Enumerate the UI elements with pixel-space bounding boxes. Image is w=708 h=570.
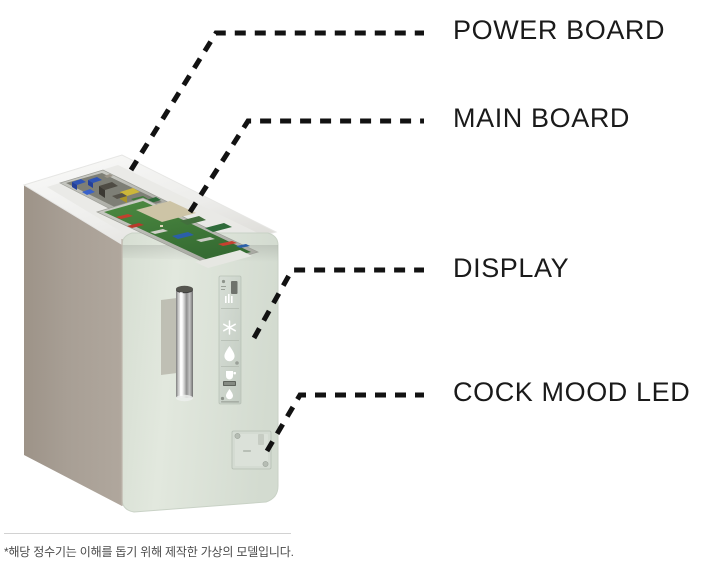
front-panel-outline xyxy=(121,232,279,513)
display-panel xyxy=(218,275,242,405)
indicator-dot-mid xyxy=(235,361,239,365)
indicator-dot-bottom xyxy=(220,396,225,401)
power-board-heatsinks xyxy=(99,182,127,199)
main-board-components xyxy=(116,214,250,248)
led-screw-top-left xyxy=(234,433,241,439)
power-board-capacitors xyxy=(72,177,102,195)
main-board-shield xyxy=(136,201,196,222)
callout-label-power-board: POWER BOARD xyxy=(453,15,666,45)
cock-mood-led-module xyxy=(231,430,272,470)
callout-label-display: DISPLAY xyxy=(453,253,570,283)
main-board xyxy=(96,197,259,268)
callout-label-cock-mood-led: COCK MOOD LED xyxy=(453,377,691,407)
sparkle-icon xyxy=(225,294,233,303)
leader-line-cock-mood-led xyxy=(264,392,424,453)
leader-lines xyxy=(128,30,424,453)
led-screw-bottom-right xyxy=(262,461,269,467)
water-drop-icon xyxy=(224,346,235,362)
screen-icon xyxy=(231,281,238,294)
chrome-dispenser-tube xyxy=(176,285,193,402)
indicator-dot-top xyxy=(221,279,226,284)
device-front-panel xyxy=(122,233,278,512)
leader-line-main-board xyxy=(187,118,424,214)
cup-icon xyxy=(226,371,236,380)
device-body xyxy=(22,154,279,513)
footnote-text: *해당 정수기는 이해를 돕기 위해 제작한 가상의 모델입니다. xyxy=(4,545,294,559)
leader-line-power-board xyxy=(128,30,424,172)
device-side-panel xyxy=(24,185,122,506)
footnote-divider xyxy=(4,533,291,534)
hot-water-icon xyxy=(226,389,233,400)
leader-line-display xyxy=(251,267,424,340)
callout-label-main-board: MAIN BOARD xyxy=(453,103,631,133)
led-connector xyxy=(258,434,264,445)
snowflake-icon xyxy=(223,320,236,335)
